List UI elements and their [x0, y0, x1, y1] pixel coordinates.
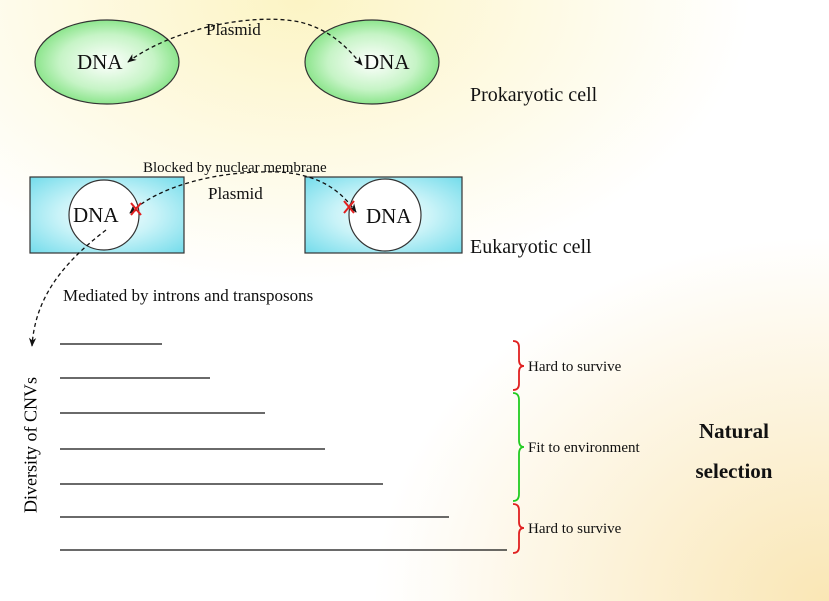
mediation-arrow — [28, 229, 107, 347]
dna-label-eukaryote-right: DNA — [366, 204, 412, 228]
nucleus-left — [68, 179, 140, 251]
plasmid-label-eukaryote: Plasmid — [208, 184, 263, 203]
selection-label: selection — [695, 459, 773, 483]
prokaryotic-cell-label: Prokaryotic cell — [470, 84, 598, 106]
bracket-fit — [512, 392, 525, 502]
dna-label-eukaryote-left: DNA — [73, 203, 119, 227]
fit-to-environment-label: Fit to environment — [528, 440, 640, 456]
mediated-label: Mediated by introns and transposons — [63, 286, 314, 305]
cnv-lines — [60, 343, 507, 551]
hard-to-survive-top-label: Hard to survive — [528, 359, 622, 375]
natural-label: Natural — [699, 419, 769, 443]
eukaryote-plasmid-arrow — [129, 171, 357, 214]
eukaryotic-cell-label: Eukaryotic cell — [470, 236, 592, 258]
dna-label-prokaryote-left: DNA — [77, 50, 123, 74]
block-mark-right — [343, 200, 355, 214]
nucleus-right — [348, 178, 422, 252]
diversity-label: Diversity of CNVs — [20, 377, 41, 513]
prokaryote-plasmid-arrow — [127, 18, 363, 66]
block-mark-left — [130, 202, 142, 216]
bracket-hard-top — [512, 340, 525, 391]
dna-label-prokaryote-right: DNA — [364, 50, 410, 74]
bracket-hard-bottom — [512, 503, 525, 554]
blocked-label: Blocked by nuclear membrane — [143, 160, 327, 176]
hard-to-survive-bottom-label: Hard to survive — [528, 521, 622, 537]
plasmid-label-prokaryote: Plasmid — [206, 20, 261, 39]
